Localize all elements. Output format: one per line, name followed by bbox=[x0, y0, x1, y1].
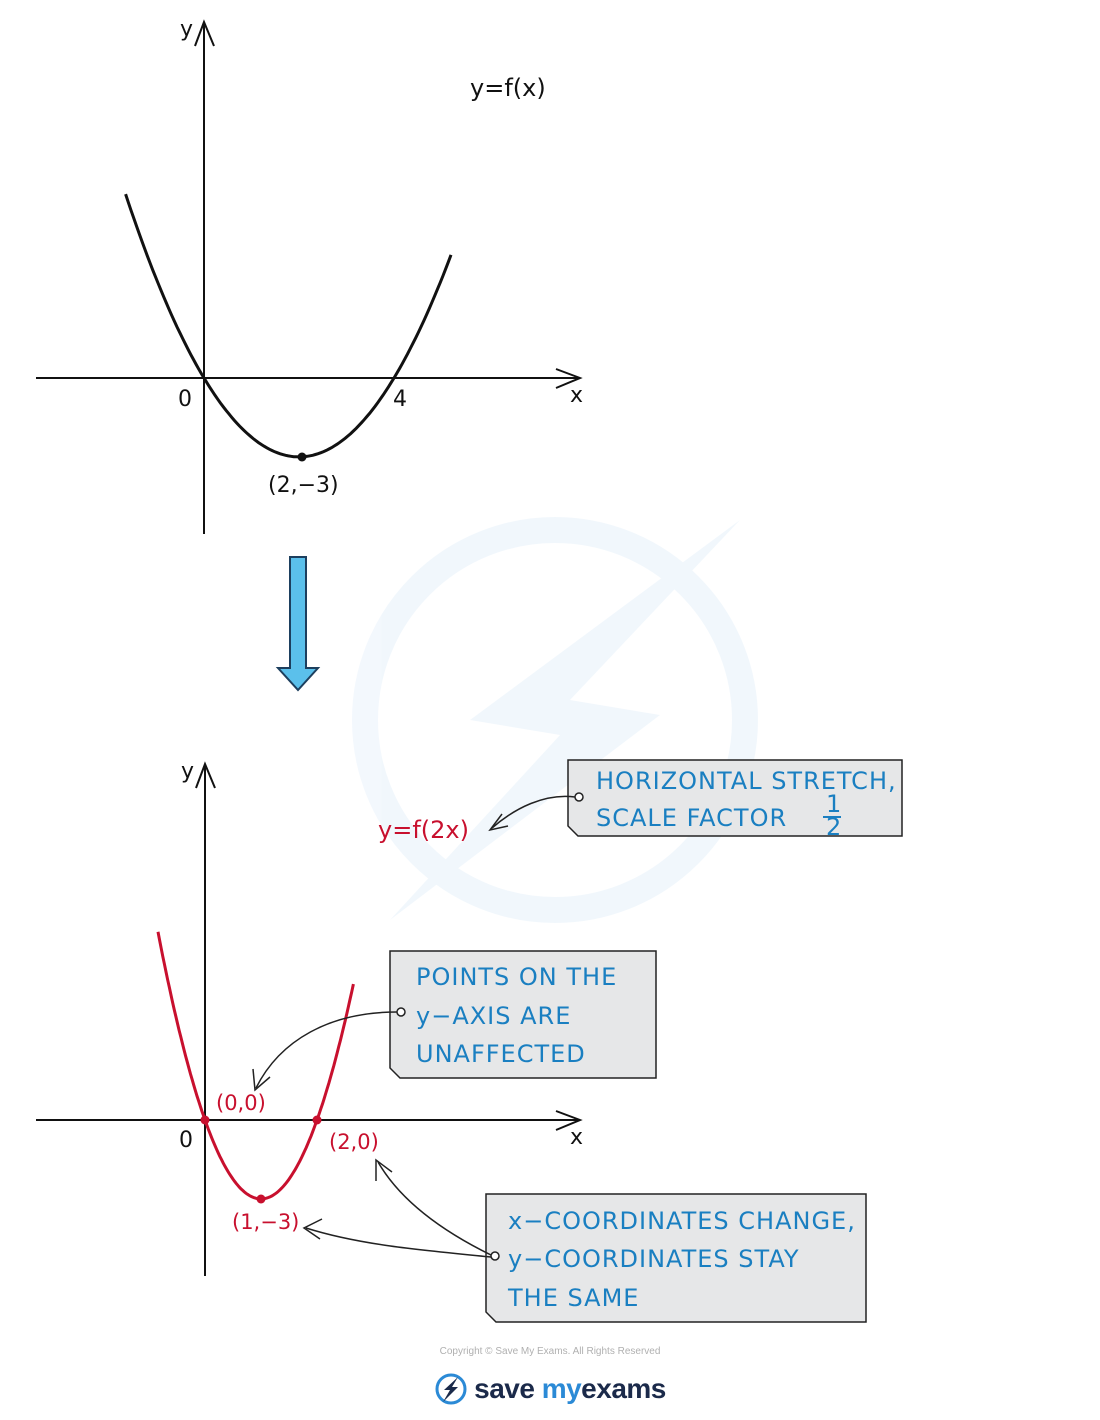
note-xcoords-box bbox=[485, 1193, 867, 1323]
note-stretch-box bbox=[567, 759, 903, 837]
watermark-logo bbox=[352, 517, 758, 923]
bottom-x-axis-arrowhead bbox=[555, 1110, 583, 1131]
brand-my-text: my bbox=[541, 1373, 582, 1404]
bottom-origin-point bbox=[200, 1115, 210, 1125]
top-curve-label: y=f(x) bbox=[470, 74, 546, 102]
bottom-vertex-point bbox=[256, 1194, 266, 1204]
note-xcoords-pointer-arrow-1 bbox=[377, 1161, 492, 1256]
note-yaxis-line1: POINTS ON THE bbox=[416, 963, 617, 991]
note-yaxis-pointer-dot bbox=[396, 1007, 406, 1017]
note-xcoords-pointer-dot bbox=[490, 1251, 500, 1261]
bottom-x-axis-label: x bbox=[570, 1125, 583, 1150]
note-stretch-line1: HORIZONTAL STRETCH, bbox=[596, 767, 897, 795]
note-xcoords-pointer-arrowhead-2 bbox=[302, 1218, 323, 1240]
top-curve-f-of-x bbox=[124, 193, 453, 459]
note-xcoords-line3: THE SAME bbox=[507, 1284, 639, 1312]
note-xcoords-line1: x−COORDINATES CHANGE, bbox=[508, 1207, 856, 1235]
brand-exams-text: exams bbox=[581, 1373, 666, 1404]
note-yaxis-line2: y−AXIS ARE bbox=[416, 1002, 571, 1030]
note-stretch-pointer-arrowhead bbox=[488, 813, 509, 832]
copyright-text: Copyright © Save My Exams. All Rights Re… bbox=[439, 1346, 661, 1357]
lightning-bolt-icon bbox=[435, 1373, 467, 1405]
note-yaxis-box bbox=[389, 950, 657, 1079]
top-root-label: 4 bbox=[393, 387, 407, 412]
bottom-y-axis-label: y bbox=[181, 759, 194, 784]
note-stretch-frac-num: 1 bbox=[826, 790, 842, 818]
bottom-root-point bbox=[312, 1115, 322, 1125]
bottom-vertex-label: (1,−3) bbox=[232, 1210, 299, 1234]
bottom-origin-label: 0 bbox=[179, 1128, 193, 1153]
bottom-curve-label: y=f(2x) bbox=[378, 816, 469, 844]
note-stretch-line2: SCALE FACTOR bbox=[596, 804, 787, 832]
note-yaxis: POINTS ON THE y−AXIS ARE UNAFFECTED bbox=[252, 950, 657, 1092]
note-xcoords: x−COORDINATES CHANGE, y−COORDINATES STAY… bbox=[302, 1158, 867, 1323]
bottom-point-origin-label: (0,0) bbox=[216, 1091, 266, 1115]
note-xcoords-line2: y−COORDINATES STAY bbox=[508, 1245, 800, 1273]
note-stretch-frac-den: 2 bbox=[826, 813, 842, 841]
note-yaxis-pointer-arrowhead bbox=[252, 1068, 271, 1092]
brand-logo: save myexams bbox=[0, 1372, 1100, 1406]
top-vertex-label: (2,−3) bbox=[268, 473, 339, 498]
top-origin-label: 0 bbox=[178, 387, 192, 412]
note-stretch-pointer-dot bbox=[574, 792, 584, 802]
brand-save-text: save bbox=[474, 1373, 535, 1404]
note-stretch-pointer-arrow bbox=[491, 795, 576, 829]
bottom-point-root-label: (2,0) bbox=[329, 1130, 379, 1154]
top-vertex-point bbox=[297, 452, 307, 462]
top-graph: y x 0 4 y=f(x) (2,−3) bbox=[36, 17, 583, 534]
top-x-axis-label: x bbox=[570, 383, 583, 408]
transform-down-arrow bbox=[275, 556, 321, 692]
note-stretch: HORIZONTAL STRETCH, SCALE FACTOR 1 2 bbox=[488, 759, 903, 841]
note-yaxis-line3: UNAFFECTED bbox=[416, 1040, 586, 1068]
top-y-axis-arrowhead bbox=[194, 19, 215, 47]
note-xcoords-pointer-arrow-2 bbox=[305, 1227, 492, 1258]
note-xcoords-pointer-arrowhead-1 bbox=[375, 1158, 393, 1181]
top-x-axis-arrowhead bbox=[555, 368, 583, 389]
bottom-y-axis-arrowhead bbox=[195, 761, 216, 789]
note-yaxis-pointer-arrow bbox=[255, 1011, 398, 1089]
bottom-curve-f-of-2x bbox=[156, 931, 355, 1201]
top-y-axis-label: y bbox=[180, 17, 193, 42]
bottom-graph: y x 0 y=f(2x) (0,0) (2,0) (1,−3) bbox=[36, 759, 583, 1276]
